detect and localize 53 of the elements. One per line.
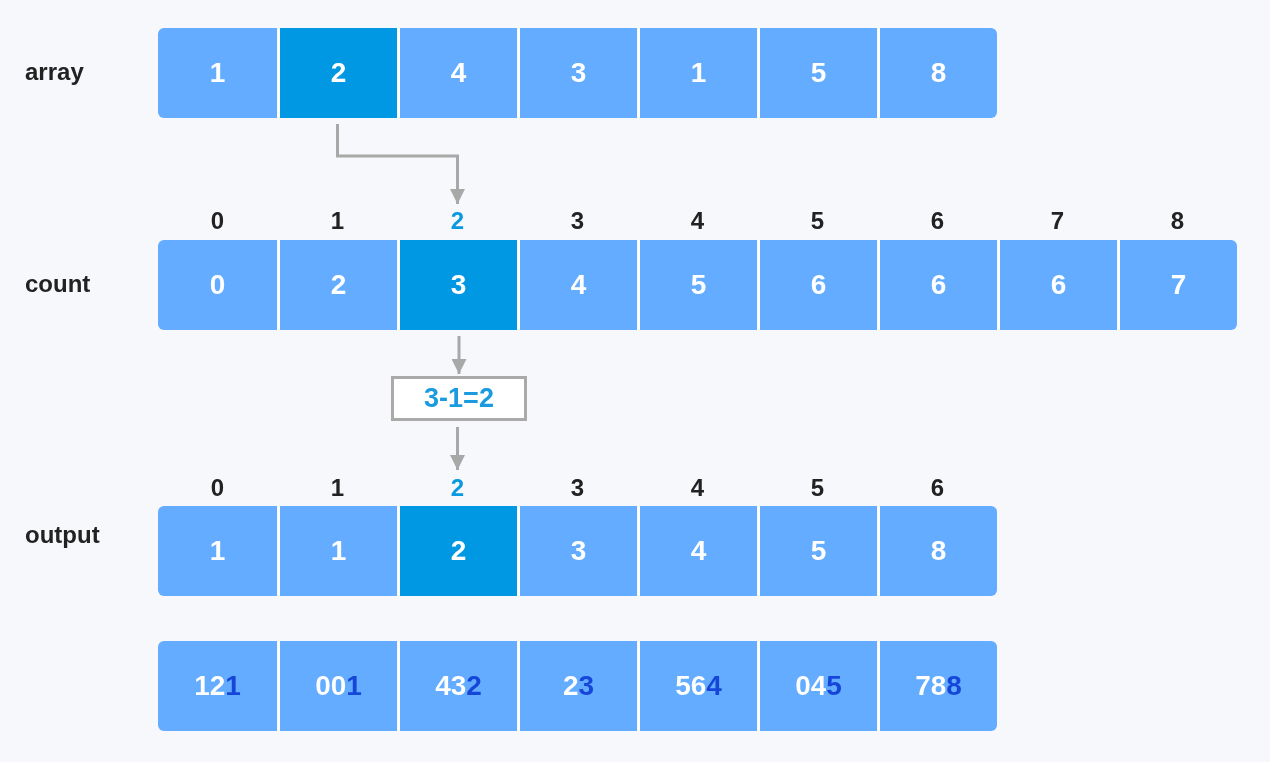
array-cell: 3 bbox=[518, 506, 637, 596]
index-number: 6 bbox=[929, 474, 946, 502]
array-cell: 1 bbox=[638, 28, 757, 118]
highlighted-array-cell: 2 bbox=[278, 28, 397, 118]
array-cell: 564 bbox=[638, 641, 757, 731]
index-number: 4 bbox=[689, 474, 706, 502]
array-cell: 4 bbox=[398, 28, 517, 118]
formula-box: 3-1=2 bbox=[391, 376, 527, 421]
array-cell: 1 bbox=[158, 28, 277, 118]
array-cell: 5 bbox=[638, 240, 757, 330]
row-label: output bbox=[25, 521, 100, 549]
row-label: array bbox=[25, 58, 84, 86]
index-number: 5 bbox=[809, 207, 826, 235]
index-number: 2 bbox=[449, 207, 466, 235]
array-cell: 6 bbox=[758, 240, 877, 330]
array-cell: 4 bbox=[638, 506, 757, 596]
array-cell: 045 bbox=[758, 641, 877, 731]
array-cell: 0 bbox=[158, 240, 277, 330]
highlighted-array-cell: 3 bbox=[398, 240, 517, 330]
array-cell: 001 bbox=[278, 641, 397, 731]
array-cell: 4 bbox=[518, 240, 637, 330]
array-cell: 1 bbox=[278, 506, 397, 596]
index-number: 8 bbox=[1169, 207, 1186, 235]
array-cell: 23 bbox=[518, 641, 637, 731]
array-cell: 432 bbox=[398, 641, 517, 731]
array-cell: 2 bbox=[278, 240, 397, 330]
row-label: count bbox=[25, 270, 91, 298]
array-cell: 121 bbox=[158, 641, 277, 731]
index-number: 3 bbox=[569, 474, 586, 502]
array-cell: 8 bbox=[878, 506, 997, 596]
index-number: 7 bbox=[1049, 207, 1066, 235]
index-number: 3 bbox=[569, 207, 586, 235]
array-cell: 3 bbox=[518, 28, 637, 118]
array-cell: 788 bbox=[878, 641, 997, 731]
highlighted-array-cell: 2 bbox=[398, 506, 517, 596]
array-cell: 7 bbox=[1118, 240, 1237, 330]
array-cell: 6 bbox=[998, 240, 1117, 330]
index-number: 1 bbox=[329, 207, 346, 235]
index-number: 0 bbox=[209, 207, 226, 235]
index-number: 1 bbox=[329, 474, 346, 502]
array-cell: 5 bbox=[758, 506, 877, 596]
index-number: 2 bbox=[449, 474, 466, 502]
arrow bbox=[336, 124, 465, 204]
index-number: 0 bbox=[209, 474, 226, 502]
index-number: 5 bbox=[809, 474, 826, 502]
arrow bbox=[451, 336, 467, 374]
array-cell: 6 bbox=[878, 240, 997, 330]
array-cell: 8 bbox=[878, 28, 997, 118]
index-number: 6 bbox=[929, 207, 946, 235]
array-cell: 1 bbox=[158, 506, 277, 596]
array-cell: 5 bbox=[758, 28, 877, 118]
arrow bbox=[450, 427, 465, 470]
index-number: 4 bbox=[689, 207, 706, 235]
